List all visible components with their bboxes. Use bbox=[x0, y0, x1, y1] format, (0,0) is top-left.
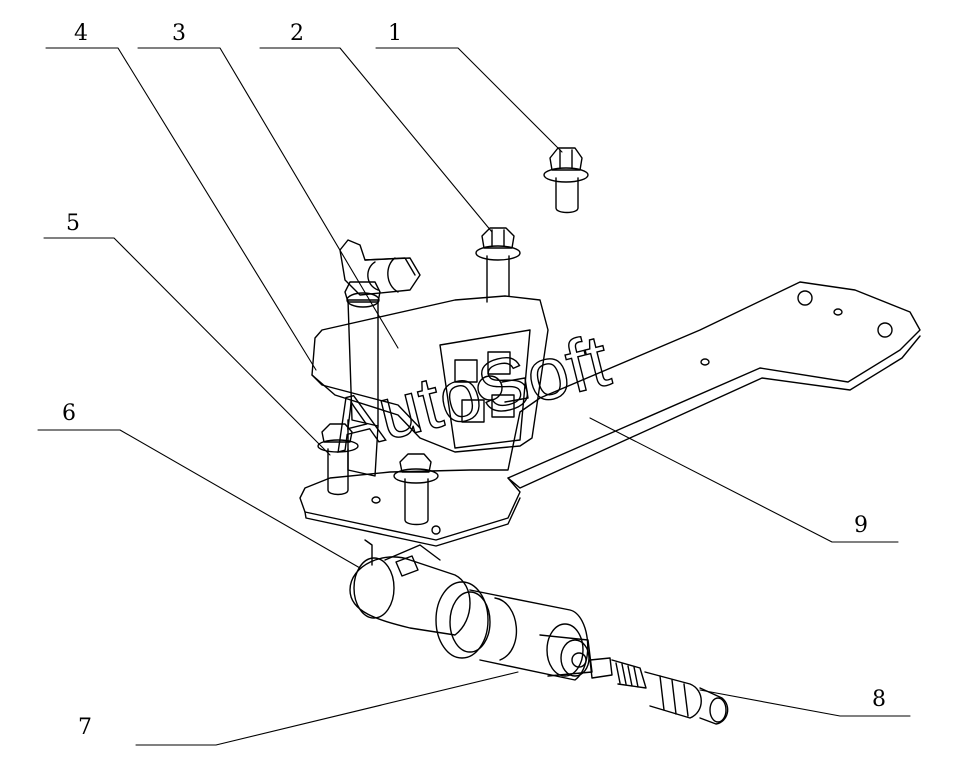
cylinder-part-7 bbox=[435, 581, 593, 681]
clamp-part-6 bbox=[349, 539, 471, 636]
callout-5: 5 bbox=[66, 211, 80, 236]
leader-line-4 bbox=[45, 47, 317, 371]
callout-9: 9 bbox=[854, 513, 868, 538]
callout-7: 7 bbox=[78, 715, 92, 740]
leader-line-2 bbox=[259, 47, 493, 233]
pin-part-4 bbox=[344, 281, 381, 477]
leader-line-7 bbox=[135, 671, 519, 746]
solenoid-valve-part-3 bbox=[311, 239, 549, 453]
callout-2: 2 bbox=[290, 21, 304, 46]
bolt-bracket bbox=[393, 453, 439, 526]
leader-line-1 bbox=[375, 47, 563, 153]
callout-3: 3 bbox=[172, 21, 186, 46]
sensor-part-8 bbox=[589, 657, 729, 725]
leader-line-6 bbox=[37, 429, 361, 569]
leader-line-8 bbox=[699, 689, 911, 717]
mounting-bracket-part-9 bbox=[299, 281, 921, 547]
callout-6: 6 bbox=[62, 401, 76, 426]
leader-lines bbox=[37, 47, 911, 746]
callout-8: 8 bbox=[872, 687, 886, 712]
leader-line-9 bbox=[589, 417, 899, 543]
bolt-part-1 bbox=[543, 147, 589, 214]
callout-4: 4 bbox=[74, 21, 88, 46]
callout-1: 1 bbox=[388, 21, 402, 46]
leader-line-5 bbox=[43, 237, 331, 456]
leader-line-3 bbox=[137, 47, 399, 349]
bolt-part-5 bbox=[317, 423, 359, 496]
bolt-part-2 bbox=[475, 227, 521, 303]
